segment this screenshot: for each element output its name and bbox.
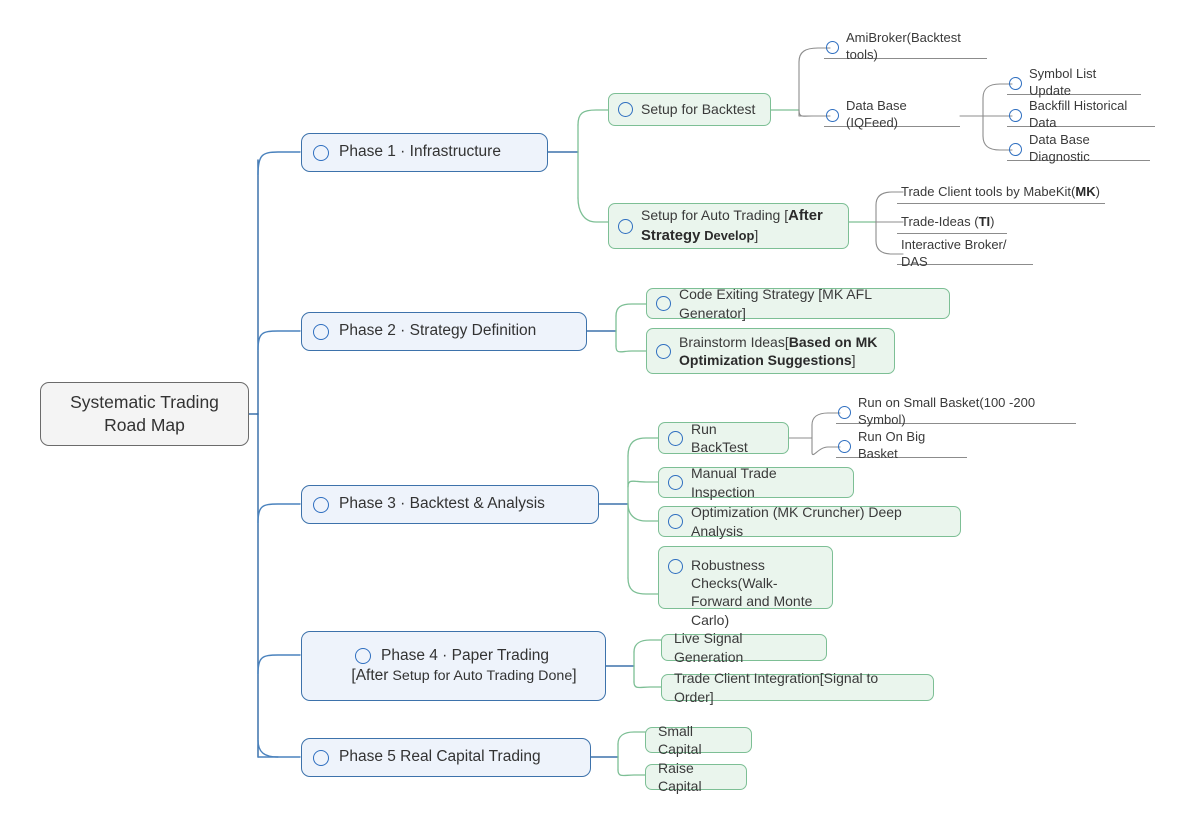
node-amibroker-label: AmiBroker(Backtest tools) xyxy=(846,30,961,62)
node-robustness-checks-label: Robustness Checks(Walk-Forward and Monte… xyxy=(691,557,813,628)
bullet-ring-icon xyxy=(838,405,851,419)
node-phase-5-label: Phase 5 Real Capital Trading xyxy=(339,748,541,766)
bullet-ring-icon xyxy=(668,559,683,574)
bullet-ring-icon xyxy=(838,439,851,453)
bullet-ring-icon xyxy=(313,144,329,161)
node-data-base-diagnostic[interactable]: Data Base Diagnostic xyxy=(1007,132,1150,164)
node-code-exiting-strategy-label: Code Exiting Strategy [MK AFL Generator] xyxy=(679,286,872,321)
node-setup-for-backtest[interactable]: Setup for Backtest xyxy=(608,93,771,126)
bullet-ring-icon xyxy=(313,496,329,513)
node-interactive-broker-das[interactable]: Interactive Broker/ DAS xyxy=(897,237,1033,269)
bullet-ring-icon xyxy=(1009,108,1022,122)
node-run-small-basket[interactable]: Run on Small Basket(100 -200 Symbol) xyxy=(836,395,1076,427)
bullet-ring-icon xyxy=(313,749,329,766)
node-phase-1[interactable]: Phase 1 · Infrastructure xyxy=(301,133,548,172)
node-phase-1-label: Phase 1 · Infrastructure xyxy=(339,143,501,161)
node-data-base-diagnostic-label: Data Base Diagnostic xyxy=(1029,132,1090,164)
root-node[interactable]: Systematic Trading Road Map xyxy=(40,382,249,446)
bullet-ring-icon xyxy=(826,40,839,54)
node-symbol-list-update-label: Symbol List Update xyxy=(1029,66,1097,98)
node-phase-3[interactable]: Phase 3 · Backtest & Analysis xyxy=(301,485,599,524)
node-backfill-historical-data-label: Backfill Historical Data xyxy=(1029,98,1128,130)
node-trade-client-integration[interactable]: Trade Client Integration[Signal to Order… xyxy=(661,670,934,705)
node-small-capital-label: Small Capital xyxy=(658,722,702,757)
node-run-backtest-label: Run BackTest xyxy=(691,420,748,455)
node-phase-2[interactable]: Phase 2 · Strategy Definition xyxy=(301,312,587,351)
node-symbol-list-update[interactable]: Symbol List Update xyxy=(1007,66,1141,98)
node-setup-for-auto-trading-label: Setup for Auto Trading [After Strategy D… xyxy=(641,206,823,244)
bullet-ring-icon xyxy=(656,296,671,311)
node-raise-capital[interactable]: Raise Capital xyxy=(645,760,747,794)
node-phase-3-label: Phase 3 · Backtest & Analysis xyxy=(339,495,545,513)
node-interactive-broker-das-label: Interactive Broker/ DAS xyxy=(901,236,1007,269)
node-data-base[interactable]: Data Base (IQFeed) xyxy=(824,98,960,130)
node-run-backtest[interactable]: Run BackTest xyxy=(658,420,789,455)
node-phase-4[interactable]: Phase 4 · Paper Trading [After Setup for… xyxy=(301,631,606,701)
root-title-line1: Systematic Trading xyxy=(70,392,219,413)
node-trade-client-integration-label: Trade Client Integration[Signal to Order… xyxy=(674,670,879,705)
node-trade-ideas[interactable]: Trade-Ideas (TI) xyxy=(897,213,1007,234)
node-phase-4-label: Phase 4 · Paper Trading xyxy=(380,646,550,664)
node-manual-trade-inspection[interactable]: Manual Trade Inspection xyxy=(658,465,854,500)
bullet-ring-icon xyxy=(1009,142,1022,156)
node-phase-5[interactable]: Phase 5 Real Capital Trading xyxy=(301,738,591,777)
node-raise-capital-label: Raise Capital xyxy=(658,759,702,794)
node-run-big-basket-label: Run On Big Basket xyxy=(858,429,926,461)
node-trade-client-tools-mabekit[interactable]: Trade Client tools by MabeKit(MK) xyxy=(897,183,1105,204)
bullet-ring-icon xyxy=(354,647,371,664)
bullet-ring-icon xyxy=(668,475,683,490)
node-small-capital[interactable]: Small Capital xyxy=(645,723,752,757)
node-amibroker[interactable]: AmiBroker(Backtest tools) xyxy=(824,30,987,62)
root-title-line2: Road Map xyxy=(104,415,185,435)
bullet-ring-icon xyxy=(668,514,683,529)
bullet-ring-icon xyxy=(618,218,633,234)
node-setup-for-backtest-label: Setup for Backtest xyxy=(641,101,756,118)
node-setup-for-auto-trading[interactable]: Setup for Auto Trading [After Strategy D… xyxy=(608,203,849,249)
node-live-signal-generation-label: Live Signal Generation xyxy=(674,630,744,665)
node-optimization-deep-analysis-label: Optimization (MK Cruncher) Deep Analysis xyxy=(691,504,902,539)
node-manual-trade-inspection-label: Manual Trade Inspection xyxy=(691,465,777,500)
node-brainstorm-ideas-label: Brainstorm Ideas[Based on MK Optimizatio… xyxy=(679,333,878,368)
node-data-base-label: Data Base (IQFeed) xyxy=(846,98,907,130)
bullet-ring-icon xyxy=(1009,76,1022,90)
node-run-big-basket[interactable]: Run On Big Basket xyxy=(836,429,967,461)
node-brainstorm-ideas[interactable]: Brainstorm Ideas[Based on MK Optimizatio… xyxy=(646,328,895,374)
node-backfill-historical-data[interactable]: Backfill Historical Data xyxy=(1007,98,1155,130)
bullet-ring-icon xyxy=(313,323,329,340)
node-run-small-basket-label: Run on Small Basket(100 -200 Symbol) xyxy=(858,395,1036,427)
node-optimization-deep-analysis[interactable]: Optimization (MK Cruncher) Deep Analysis xyxy=(658,504,961,539)
node-trade-client-tools-mabekit-label: Trade Client tools by MabeKit(MK) xyxy=(901,184,1100,200)
node-code-exiting-strategy[interactable]: Code Exiting Strategy [MK AFL Generator] xyxy=(646,286,950,321)
bullet-ring-icon xyxy=(656,343,671,359)
bullet-ring-icon xyxy=(668,430,683,446)
bullet-ring-icon xyxy=(826,108,839,122)
node-phase-2-label: Phase 2 · Strategy Definition xyxy=(339,322,537,340)
node-live-signal-generation[interactable]: Live Signal Generation xyxy=(661,630,827,665)
node-phase-4-line2-row: [After Setup for Auto Trading Done] xyxy=(327,666,576,686)
node-robustness-checks[interactable]: Robustness Checks(Walk-Forward and Monte… xyxy=(658,546,833,628)
bullet-ring-icon xyxy=(618,102,633,117)
node-phase-4-line1-row: Phase 4 · Paper Trading xyxy=(354,646,550,666)
node-phase-4-sublabel: [After Setup for Auto Trading Done] xyxy=(351,667,577,684)
node-trade-ideas-label: Trade-Ideas (TI) xyxy=(901,214,995,230)
